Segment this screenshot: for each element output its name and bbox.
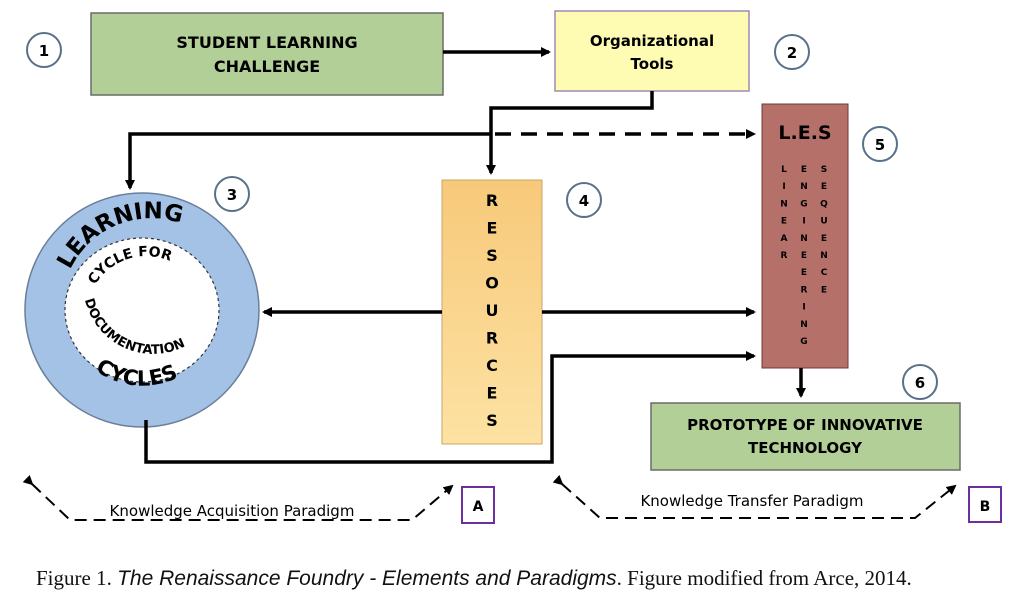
svg-text:5: 5 [875,136,885,154]
prototype-box: PROTOTYPE OF INNOVATIVE TECHNOLOGY [650,402,961,471]
resources-letter: S [486,411,498,430]
number-6-badge: 6 [902,364,938,400]
number-2-badge: 2 [774,34,810,70]
knowledge-acquisition-paradigm: Knowledge Acquisition Paradigm A [22,474,495,524]
les-letter: S [821,165,827,175]
svg-text:A: A [473,499,484,515]
les-letter: E [801,165,807,175]
les-letter: L [781,165,787,175]
student-learning-challenge-box: STUDENT LEARNING CHALLENGE [90,12,444,96]
les-letter: I [802,303,805,313]
renaissance-foundry-diagram: 1 2 3 4 5 6 STUDENT LEARNING CHALLENGE O… [22,10,1002,524]
arrow-tools-to-resources [486,91,654,175]
resources-letter: O [485,274,499,293]
organizational-tools-box: Organizational Tools [554,10,750,92]
svg-text:STUDENT LEARNING: STUDENT LEARNING [176,33,357,52]
les-letter: G [800,337,807,347]
svg-text:Knowledge Transfer Paradigm: Knowledge Transfer Paradigm [640,492,863,510]
les-letter: R [781,251,788,261]
les-letter: Q [820,199,828,209]
svg-text:3: 3 [227,186,237,204]
les-letter: E [821,182,827,192]
resources-letter: R [486,329,498,348]
number-3-badge: 3 [214,176,250,212]
les-letter: E [821,234,827,244]
knowledge-transfer-paradigm: Knowledge Transfer Paradigm B [552,474,1002,523]
svg-text:TECHNOLOGY: TECHNOLOGY [748,439,863,457]
number-1-badge: 1 [26,32,62,68]
svg-text:CHALLENGE: CHALLENGE [214,57,320,76]
les-letter: N [780,199,788,209]
les-letter: E [801,251,807,261]
connectors [125,47,806,464]
number-5-badge: 5 [862,126,898,162]
number-4-badge: 4 [566,182,602,218]
svg-text:6: 6 [915,374,925,392]
les-letter: C [821,268,828,278]
svg-text:1: 1 [39,42,49,60]
les-letter: E [781,217,787,227]
resources-letter: C [486,356,498,375]
resources-letter: E [487,384,498,403]
svg-text:Knowledge Acquisition Paradigm: Knowledge Acquisition Paradigm [110,502,355,520]
les-letter: G [800,199,807,209]
svg-text:Tools: Tools [631,55,674,73]
les-letter: E [821,285,827,295]
les-letter: N [820,251,828,261]
les-letter: A [781,234,788,244]
arrow-to-learning-cycle [125,132,491,190]
les-letter: R [801,285,808,295]
resources-letter: S [486,246,498,265]
learning-cycle-circle: LEARNING CYCLE FOR DOCUMENTATION CYCLES [24,192,260,428]
les-letter: N [800,320,808,330]
resources-letter: E [487,219,498,238]
arrow-cycle-to-les [144,351,756,464]
svg-text:Organizational: Organizational [590,32,714,50]
les-letter: I [782,182,785,192]
svg-text:B: B [980,499,991,515]
svg-text:L.E.S: L.E.S [778,122,831,144]
svg-text:PROTOTYPE OF INNOVATIVE: PROTOTYPE OF INNOVATIVE [687,416,923,434]
les-letter: U [820,217,827,227]
resources-letter: R [486,191,498,210]
resources-letter: U [486,301,499,320]
svg-text:4: 4 [579,192,589,210]
svg-text:2: 2 [787,44,797,62]
les-letter: E [801,268,807,278]
les-letter: N [800,182,808,192]
figure-caption: Figure 1. The Renaissance Foundry - Elem… [36,566,912,590]
les-letter: I [802,217,805,227]
les-letter: N [800,234,808,244]
